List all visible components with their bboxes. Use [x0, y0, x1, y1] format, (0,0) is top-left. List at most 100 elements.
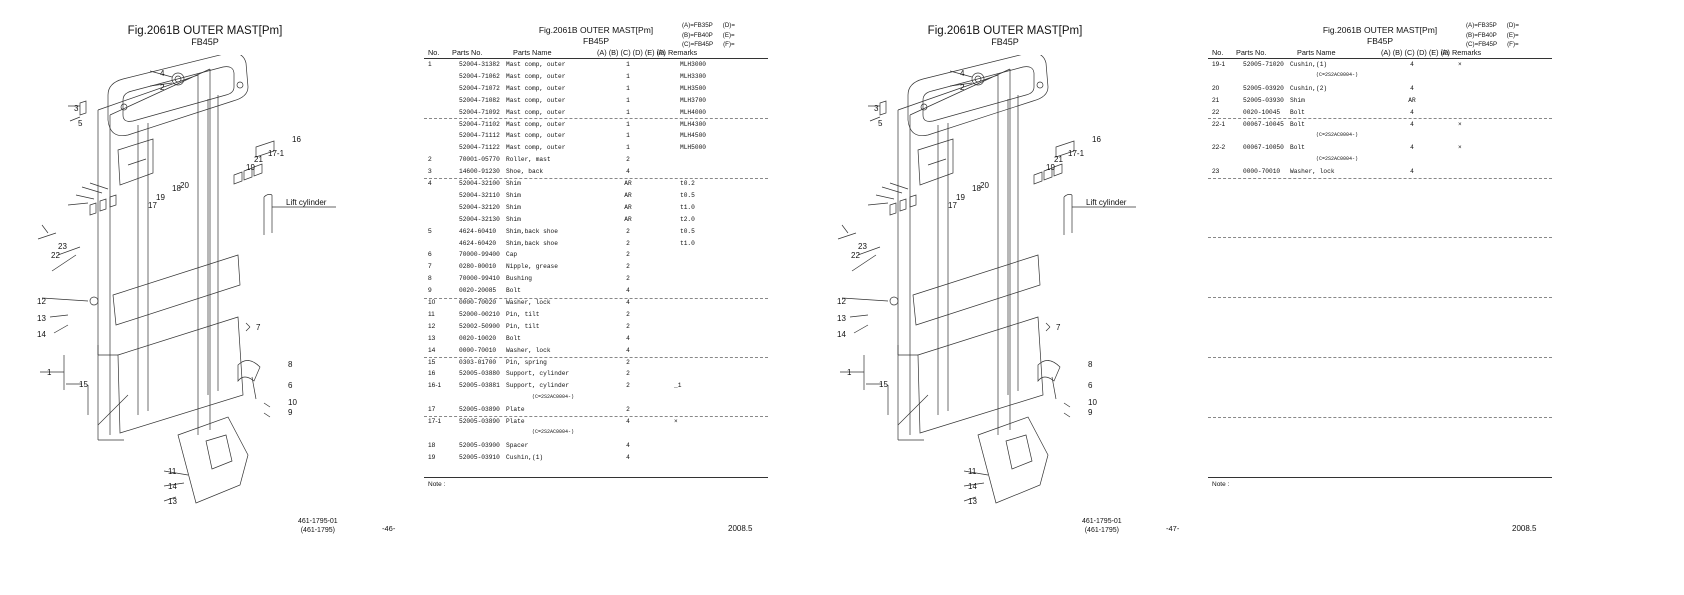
part-name: Washer, lock: [1290, 168, 1335, 176]
group-divider: [424, 118, 768, 119]
part-name: Bolt: [1290, 144, 1305, 152]
figure-title: Fig.2061B OUTER MAST[Pm] FB45P: [900, 25, 1110, 47]
mast-base: [898, 354, 924, 441]
table-bottom-rule: [1208, 477, 1552, 478]
part-number: 0303-01700: [459, 358, 497, 366]
parts-table: Fig.2061B OUTER MAST[Pm]FB45P(A)=FB35P(D…: [424, 0, 768, 595]
callout-3: 3: [74, 104, 79, 113]
inner-rail: [937, 95, 1019, 415]
part-name: Mast comp, outer: [506, 61, 566, 68]
part-name: Nipple, grease: [506, 263, 558, 271]
part-name: Shim: [506, 191, 521, 199]
part-quantity: 4: [626, 299, 630, 306]
part-quantity: 2: [626, 156, 630, 164]
lift-cylinder: [1063, 193, 1073, 235]
lower-crossmember: [917, 316, 1044, 434]
note-label: Note :: [428, 481, 446, 488]
part-number: 52005-03890: [459, 418, 500, 425]
part-quantity: 2: [626, 263, 630, 271]
part-name: Roller, mast: [506, 156, 551, 164]
tilt-pin-bracket: [177, 416, 249, 504]
part-name: Mast comp, outer: [506, 132, 566, 140]
model-assign: (B)=FB40P: [682, 31, 713, 39]
part-remarks: t0.5: [680, 191, 695, 199]
part-remarks: t1.0: [680, 239, 695, 247]
part-name: Shim: [506, 215, 521, 223]
part-name: Shim,back shoe: [506, 239, 558, 247]
bolt-washer: [1051, 376, 1071, 418]
part-number: 70000-99410: [459, 275, 500, 283]
figure-title-text: Fig.2061B OUTER MAST[Pm]: [927, 25, 1083, 37]
col-header-remarks: Remarks: [668, 48, 698, 57]
part-index: 4: [428, 180, 432, 187]
col-header-no: No.: [1212, 48, 1224, 57]
leader-line: [163, 470, 189, 502]
part-number: 70001-05770: [459, 156, 500, 164]
part-number: 52005-03910: [459, 453, 500, 461]
model-line: (B)=FB40P(E)=: [682, 31, 735, 41]
callout-12: 12: [37, 297, 46, 306]
serial-applicability: (C=2S2AC0004-): [1316, 155, 1359, 162]
callout-22: 22: [51, 251, 60, 260]
bolt-22: [37, 224, 57, 240]
callout-17: 17: [148, 201, 157, 210]
bolt-hole: [1036, 81, 1044, 89]
col-header-parts-name: Parts Name: [1297, 48, 1336, 57]
part-remarks: MLH3000: [680, 61, 706, 68]
callout-9: 9: [1088, 408, 1093, 417]
callout-18: 18: [172, 184, 181, 193]
part-quantity: 1: [626, 61, 630, 68]
part-number: 52004-71082: [459, 96, 500, 104]
callout-17-1: 17-1: [268, 149, 285, 158]
part-name: Cushin,(1): [1290, 61, 1328, 68]
leader-line: [963, 470, 989, 502]
part-remarks: MLH3700: [680, 96, 706, 104]
part-quantity: 1: [626, 132, 630, 140]
revision-date: 2008.5: [728, 524, 753, 533]
part-quantity: AR: [624, 191, 632, 199]
part-number: 52004-71112: [459, 132, 500, 140]
part-quantity: 4: [626, 168, 630, 176]
callout-16: 16: [292, 135, 301, 144]
part-quantity: AR: [624, 180, 632, 187]
part-remarks: MLH3500: [680, 84, 706, 92]
roller-hub: [174, 75, 182, 83]
part-name: Mast comp, outer: [506, 108, 566, 116]
part-remarks: t0.2: [680, 180, 695, 187]
part-index: 6: [428, 251, 432, 259]
part-number: 52004-71062: [459, 72, 500, 80]
mast-rail: [897, 68, 1011, 116]
model-assign: (A)=FB35P: [682, 22, 713, 29]
part-quantity: 4: [626, 453, 630, 461]
part-quantity: 4: [626, 418, 630, 425]
part-quantity: 1: [626, 84, 630, 92]
part-quantity: 2: [626, 227, 630, 235]
page-number: -46-: [382, 524, 396, 533]
callout-11: 11: [968, 467, 977, 476]
part-number: 0280-00010: [459, 263, 497, 271]
drawing-number: 461-1795-01 (461-1795): [1082, 517, 1122, 535]
table-title: Fig.2061B OUTER MAST[Pm]FB45P: [1320, 25, 1440, 47]
callout-7: 7: [1056, 323, 1061, 332]
leader-line: [841, 297, 889, 334]
callout-10: 10: [1088, 398, 1097, 407]
part-name: Plate: [506, 406, 525, 414]
model-line: (C)=FB45P(F)=: [682, 40, 735, 50]
callout-21: 21: [1054, 155, 1063, 164]
top-crossmember: [107, 55, 249, 136]
callout-19: 19: [246, 163, 255, 172]
part-index: 21: [1212, 96, 1220, 104]
part-quantity: 2: [626, 275, 630, 283]
